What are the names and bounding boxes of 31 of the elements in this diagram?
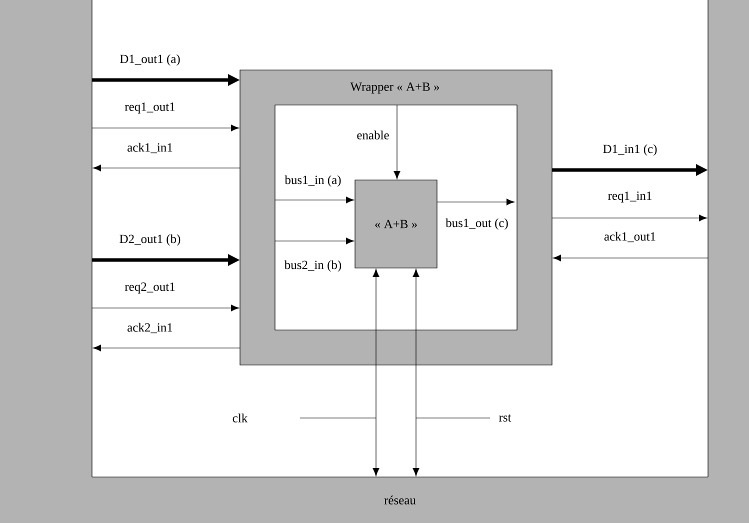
arrow bbox=[92, 344, 240, 352]
edge-label: D2_out1 (b) bbox=[120, 234, 180, 246]
arrow bbox=[92, 304, 240, 312]
edge-label: req2_out1 bbox=[124, 282, 175, 294]
edge-label: bus1_out (c) bbox=[446, 218, 508, 230]
edge-label: req1_in1 bbox=[608, 192, 652, 202]
edge-label: bus2_in (b) bbox=[284, 260, 342, 272]
signal-label: rst bbox=[499, 414, 512, 422]
arrow bbox=[552, 254, 708, 262]
arrow bbox=[274, 238, 354, 244]
signal-label: clk bbox=[232, 414, 248, 422]
network-band: réseau bbox=[0, 476, 749, 523]
edge-label: D1_in1 (c) bbox=[603, 144, 657, 156]
network-band bbox=[0, 0, 92, 478]
arrow bbox=[412, 268, 420, 476]
arrow bbox=[552, 214, 708, 222]
arrow bbox=[394, 104, 400, 180]
arrow bbox=[372, 268, 380, 476]
arrow bbox=[274, 196, 354, 204]
arrow bbox=[92, 124, 240, 132]
edge-label: enable bbox=[357, 130, 389, 140]
edge-label: ack1_in1 bbox=[128, 142, 172, 154]
arrow bbox=[92, 164, 240, 172]
edge-label: D1_out1 (a) bbox=[120, 54, 180, 66]
network-band bbox=[708, 0, 749, 478]
arrow bbox=[436, 198, 515, 206]
edge-label: bus1_in (a) bbox=[284, 175, 341, 187]
edge-label: req1_out1 bbox=[124, 102, 175, 114]
component-box: « A+B » bbox=[354, 180, 438, 268]
edge-label: ack1_out1 bbox=[604, 232, 656, 242]
edge-label: ack2_in1 bbox=[128, 322, 172, 334]
